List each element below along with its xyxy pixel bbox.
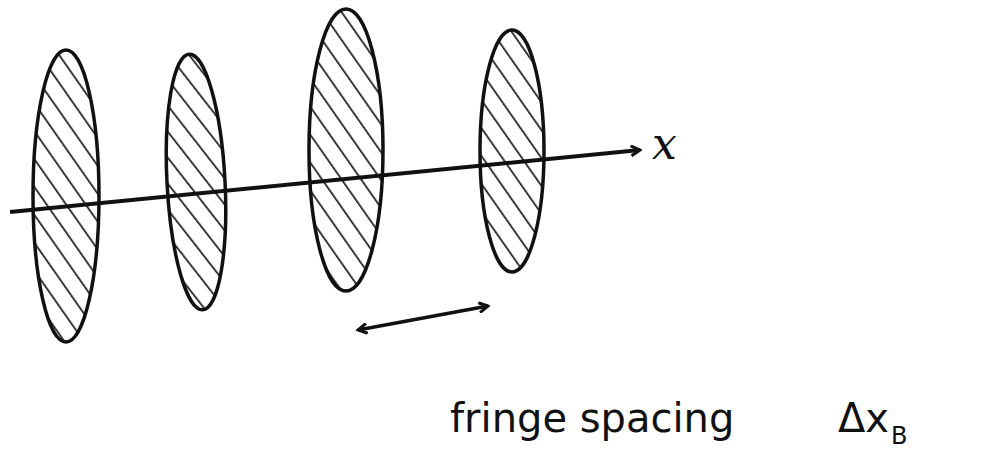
spacing-arrow (358, 306, 488, 330)
fringe-ellipse (160, 53, 231, 312)
fringe-ellipse (33, 50, 99, 342)
fringe-ellipse (309, 9, 383, 291)
symbol-label: Δx (838, 398, 889, 438)
caption-text: fringe spacing (450, 398, 734, 438)
x-axis (10, 150, 640, 212)
subscript-label: B (891, 424, 907, 448)
axis-label: x (652, 122, 677, 166)
fringe-ellipse (480, 30, 544, 272)
